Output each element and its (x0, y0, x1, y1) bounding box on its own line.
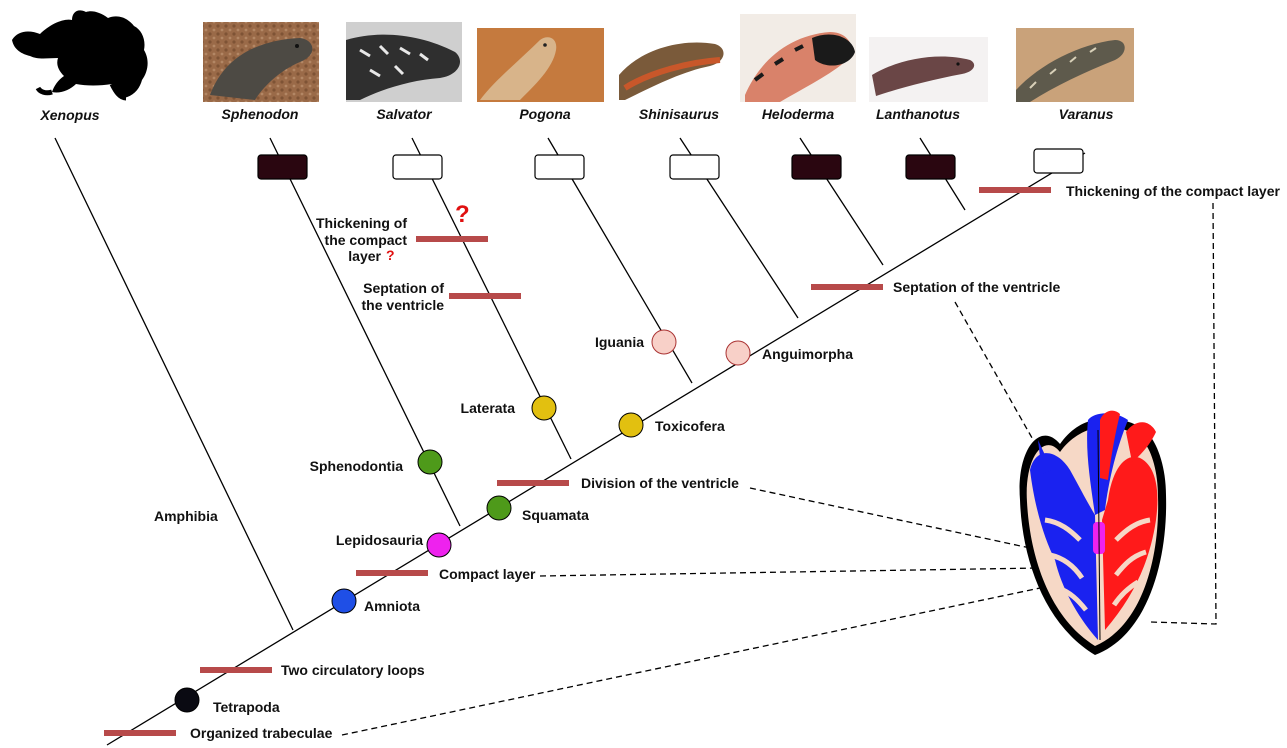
box-heloderma-filled (792, 155, 841, 179)
node-anguimorpha (726, 341, 750, 365)
clade-nodes (175, 330, 750, 712)
taxon-varanus: Varanus (1059, 106, 1114, 122)
question-mark-small: ? (386, 247, 395, 263)
label-laterata: Laterata (461, 400, 516, 416)
label-anguimorpha: Anguimorpha (762, 346, 853, 362)
label-squamata: Squamata (522, 507, 589, 523)
label-division: Division of the ventricle (581, 475, 739, 491)
node-laterata (532, 396, 556, 420)
bar-compact-layer (356, 570, 428, 576)
box-pogona-empty (535, 155, 584, 179)
taxon-salvator: Salvator (376, 106, 433, 122)
bar-organized-trabeculae (104, 730, 176, 736)
label-thick-salvator-1: Thickening of (316, 215, 407, 231)
label-organized-trabeculae: Organized trabeculae (190, 725, 333, 741)
taxon-shinisaurus: Shinisaurus (639, 106, 719, 122)
label-iguania: Iguania (595, 334, 644, 350)
node-tetrapoda (175, 688, 199, 712)
photo-shinisaurus (619, 28, 727, 102)
photo-lanthanotus (869, 37, 988, 102)
bar-thickening-salvator (416, 236, 488, 242)
taxon-sphenodon: Sphenodon (222, 106, 299, 122)
frog-silhouette-icon (12, 10, 148, 98)
taxon-lanthanotus: Lanthanotus (876, 106, 960, 122)
label-thickening-varanus: Thickening of the compact layer (1066, 183, 1280, 199)
node-sphenodontia (418, 450, 442, 474)
label-lepidosauria: Lepidosauria (336, 532, 423, 548)
taxon-heloderma: Heloderma (762, 106, 835, 122)
heart-diagram-icon (1020, 411, 1167, 655)
label-thick-salvator-2: the compact (325, 232, 408, 248)
trait-bars (104, 187, 1051, 736)
node-iguania (652, 330, 676, 354)
bar-two-loops (200, 667, 272, 673)
label-thick-salvator-3: layer (348, 248, 381, 264)
label-sept-salvator-1: Septation of (363, 280, 444, 296)
label-amniota: Amniota (364, 598, 420, 614)
label-toxicofera: Toxicofera (655, 418, 725, 434)
box-salvator-empty (393, 155, 442, 179)
tree-branches (55, 138, 1085, 745)
box-varanus-empty (1034, 149, 1083, 173)
taxon-pogona: Pogona (519, 106, 571, 122)
trait-boxes (258, 149, 1083, 179)
bar-thickening-varanus (979, 187, 1051, 193)
label-sept-salvator-2: the ventricle (362, 297, 445, 313)
label-sphenodontia: Sphenodontia (310, 458, 404, 474)
label-two-loops: Two circulatory loops (281, 662, 425, 678)
node-squamata (487, 496, 511, 520)
photo-pogona (477, 28, 604, 102)
bar-division (497, 480, 569, 486)
question-mark-large: ? (455, 201, 470, 228)
label-septation-varanoid: Septation of the ventricle (893, 279, 1060, 295)
photo-sphenodon (203, 22, 319, 102)
box-lanthanotus-filled (906, 155, 955, 179)
node-toxicofera (619, 413, 643, 437)
photo-heloderma (740, 14, 856, 102)
taxon-xenopus: Xenopus (39, 107, 99, 123)
bar-septation-salvator (449, 293, 521, 299)
label-compact-layer: Compact layer (439, 566, 536, 582)
bar-septation-varanoid (811, 284, 883, 290)
label-amphibia: Amphibia (154, 508, 218, 524)
label-tetrapoda: Tetrapoda (213, 699, 280, 715)
box-sphenodon-filled (258, 155, 307, 179)
node-lepidosauria (427, 533, 451, 557)
box-shinisaurus-empty (670, 155, 719, 179)
photo-varanus (1016, 28, 1134, 102)
node-amniota (332, 589, 356, 613)
photo-salvator (346, 22, 462, 102)
